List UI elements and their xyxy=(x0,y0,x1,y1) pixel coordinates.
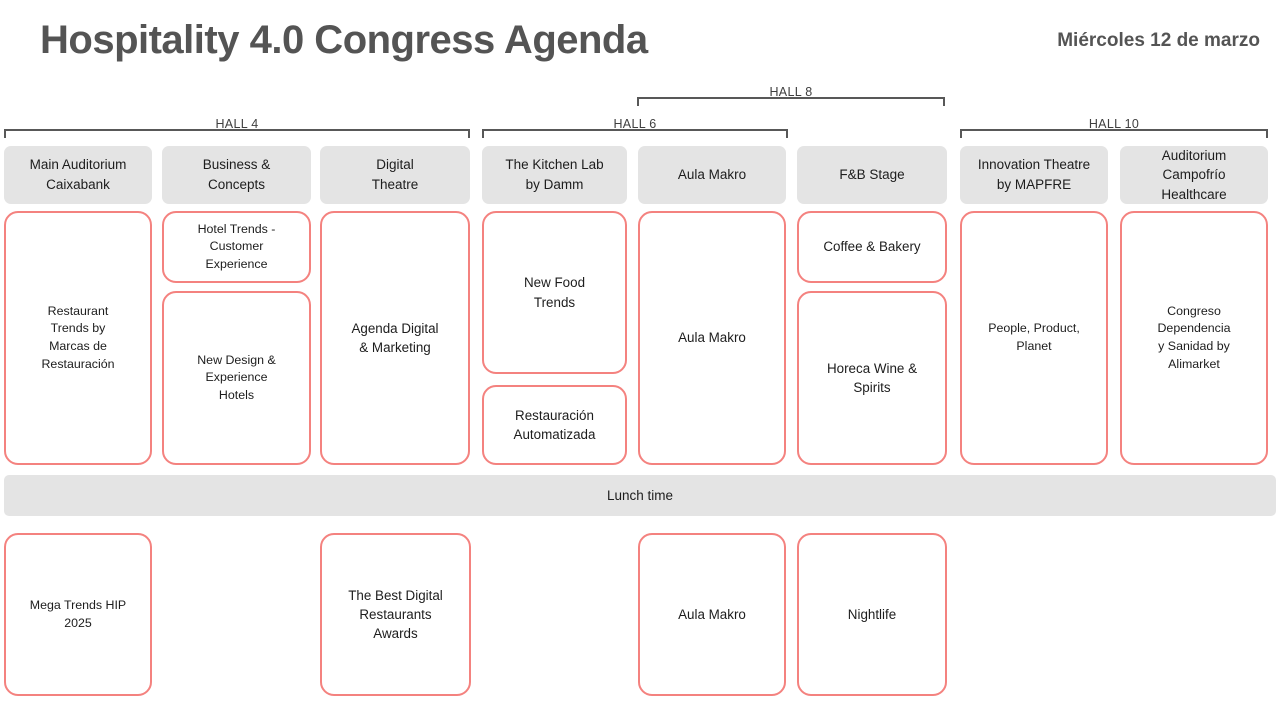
venue-header-aula-makro[interactable]: Aula Makro xyxy=(638,146,786,204)
hall-bracket-hall-10: HALL 10 xyxy=(960,104,1268,138)
hall-label: HALL 10 xyxy=(1088,117,1140,131)
hall-label: HALL 8 xyxy=(769,85,813,99)
page-title: Hospitality 4.0 Congress Agenda xyxy=(40,18,648,62)
session-card-nightlife[interactable]: Nightlife xyxy=(797,533,947,696)
lunch-time-label: Lunch time xyxy=(606,488,674,503)
session-card-agenda-digital-marketing[interactable]: Agenda Digital& Marketing xyxy=(320,211,470,465)
bracket-line xyxy=(4,129,470,138)
bracket-line xyxy=(637,97,945,106)
hall-bracket-hall-8: HALL 8 xyxy=(637,72,945,106)
hall-label: HALL 6 xyxy=(613,117,657,131)
hall-bracket-hall-6: HALL 6 xyxy=(482,104,788,138)
venue-header-f-b-stage[interactable]: F&B Stage xyxy=(797,146,947,204)
session-card-people-product-planet[interactable]: People, Product,Planet xyxy=(960,211,1108,465)
session-card-coffee-bakery[interactable]: Coffee & Bakery xyxy=(797,211,947,283)
session-card-horeca-wine-spirits[interactable]: Horeca Wine &Spirits xyxy=(797,291,947,465)
lunch-time-bar: Lunch time xyxy=(4,475,1276,516)
hall-label: HALL 4 xyxy=(215,117,259,131)
hall-bracket-hall-4: HALL 4 xyxy=(4,104,470,138)
bracket-line xyxy=(482,129,788,138)
session-card-aula-makro[interactable]: Aula Makro xyxy=(638,533,786,696)
venue-header-business-concepts[interactable]: Business &Concepts xyxy=(162,146,311,204)
session-card-aula-makro[interactable]: Aula Makro xyxy=(638,211,786,465)
bracket-line xyxy=(960,129,1268,138)
agenda-date: Miércoles 12 de marzo xyxy=(1057,30,1260,51)
